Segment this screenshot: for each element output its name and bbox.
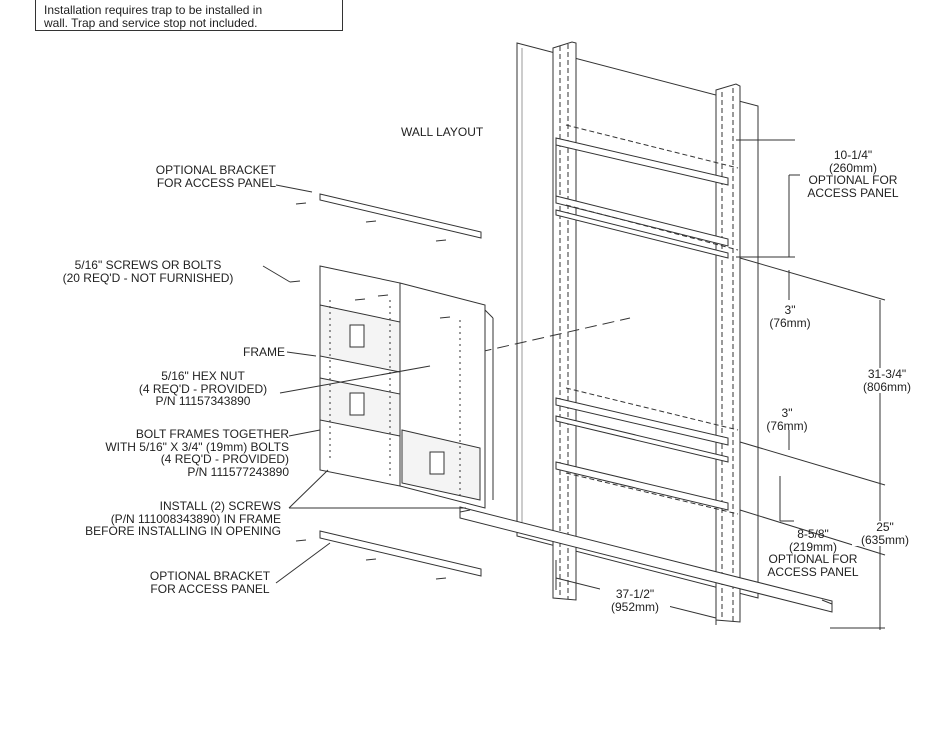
label-install-screws-line2: (P/N 111008343890) IN FRAME: [110, 511, 281, 526]
label-bracket-top-line2: FOR ACCESS PANEL: [156, 175, 276, 190]
label-hex-nut-line3: P/N 11157343890: [155, 394, 251, 408]
label-hex-nut: 5/16" HEX NUT (4 REQ'D - PROVIDED) P/N 1…: [128, 370, 278, 408]
dim-top-panel-line3: OPTIONAL FOR: [808, 173, 898, 187]
label-bracket-bottom-line2: FOR ACCESS PANEL: [150, 581, 270, 596]
label-bolt-frames: BOLT FRAMES TOGETHER WITH 5/16" X 3/4" (…: [60, 428, 289, 478]
dim-bottom-panel: [779, 476, 794, 522]
dim-bottom-panel-line2: (219mm): [788, 539, 837, 554]
label-bracket-bottom: OPTIONAL BRACKET FOR ACCESS PANEL: [139, 570, 281, 595]
dim-bottom-height-line2: (635mm): [860, 532, 909, 547]
frame-assembly: [319, 265, 494, 509]
floor-channel: [459, 506, 833, 613]
dim-top-panel-line1: 10-1/4": [833, 148, 873, 162]
label-bracket-top-line1: OPTIONAL BRACKET: [155, 163, 276, 177]
left-stud: [552, 41, 577, 601]
right-stud: [715, 83, 741, 623]
dim-gap-lower-label: 3" (76mm): [757, 407, 817, 432]
dim-overall-height-line2: (806mm): [862, 379, 911, 394]
label-bolt-frames-line2: WITH 5/16" X 3/4" (19mm) BOLTS: [105, 439, 289, 454]
dim-top-panel: [736, 139, 800, 258]
label-frame: FRAME: [243, 345, 285, 359]
label-hex-nut-line1: 5/16" HEX NUT: [161, 369, 245, 383]
label-screws-line2: (20 REQ'D - NOT FURNISHED): [62, 270, 234, 285]
dim-overall-height-label: 31-3/4" (806mm): [852, 368, 922, 393]
dim-gap-lower-line1: 3": [781, 406, 793, 420]
optional-bracket-top: [319, 193, 482, 239]
wall-panel: [516, 42, 759, 599]
optional-bracket-bottom: [319, 530, 482, 577]
dim-overall-height-line1: 31-3/4": [867, 367, 907, 381]
dim-gap-upper-line2: (76mm): [769, 315, 811, 330]
upper-blocking: [555, 124, 739, 251]
dim-bottom-panel-line3: OPTIONAL FOR: [768, 552, 858, 566]
lower-blocking: [555, 387, 739, 515]
label-bolt-frames-line3: (4 REQ'D - PROVIDED): [160, 452, 289, 466]
label-install-screws-line3: BEFORE INSTALLING IN OPENING: [85, 524, 281, 538]
dim-width-line2: (952mm): [610, 599, 659, 614]
dim-gap-lower-line2: (76mm): [766, 418, 808, 433]
dim-width-label: 37-1/2" (952mm): [600, 588, 670, 613]
dim-bottom-height-label: 25" (635mm): [852, 521, 918, 546]
dim-gap-upper-label: 3" (76mm): [760, 304, 820, 329]
screws-frame: [289, 280, 451, 319]
note-line-1: Installation requires trap to be install…: [44, 3, 263, 17]
label-bracket-top: OPTIONAL BRACKET FOR ACCESS PANEL: [126, 164, 276, 189]
installation-note: Installation requires trap to be install…: [35, 0, 343, 31]
dim-bottom-panel-line1: 8-5/8": [797, 527, 829, 541]
label-install-screws: INSTALL (2) SCREWS (P/N 111008343890) IN…: [60, 500, 281, 538]
dim-top-panel-line4: ACCESS PANEL: [807, 185, 899, 200]
diagram-title: WALL LAYOUT: [401, 125, 484, 139]
label-bolt-frames-line1: BOLT FRAMES TOGETHER: [135, 427, 289, 441]
dim-bottom-height-line1: 25": [876, 520, 894, 534]
label-install-screws-line1: INSTALL (2) SCREWS: [159, 499, 281, 513]
dim-gap-upper-line1: 3": [784, 303, 796, 317]
label-bracket-bottom-line1: OPTIONAL BRACKET: [149, 569, 271, 583]
screws-top: [295, 202, 447, 242]
note-line-2: wall. Trap and service stop not included…: [44, 15, 258, 30]
label-screws: 5/16" SCREWS OR BOLTS (20 REQ'D - NOT FU…: [48, 259, 248, 284]
label-screws-line1: 5/16" SCREWS OR BOLTS: [74, 258, 222, 272]
label-bolt-frames-line4: P/N 111577243890: [187, 464, 289, 479]
dim-width-line1: 37-1/2": [615, 587, 655, 601]
dim-bottom-panel-line4: ACCESS PANEL: [767, 564, 859, 579]
leader-lines: [262, 184, 466, 584]
middle-blocking: [555, 209, 729, 259]
alignment-line: [426, 317, 631, 365]
screws-bottom: [295, 539, 447, 580]
dim-top-panel-label: 10-1/4" (260mm) OPTIONAL FOR ACCESS PANE…: [798, 149, 908, 199]
dim-bottom-panel-label: 8-5/8" (219mm) OPTIONAL FOR ACCESS PANEL: [758, 528, 868, 578]
label-hex-nut-line2: (4 REQ'D - PROVIDED): [138, 381, 268, 396]
dim-bottom-height: [739, 485, 886, 630]
dim-top-panel-line2: (260mm): [828, 160, 877, 175]
